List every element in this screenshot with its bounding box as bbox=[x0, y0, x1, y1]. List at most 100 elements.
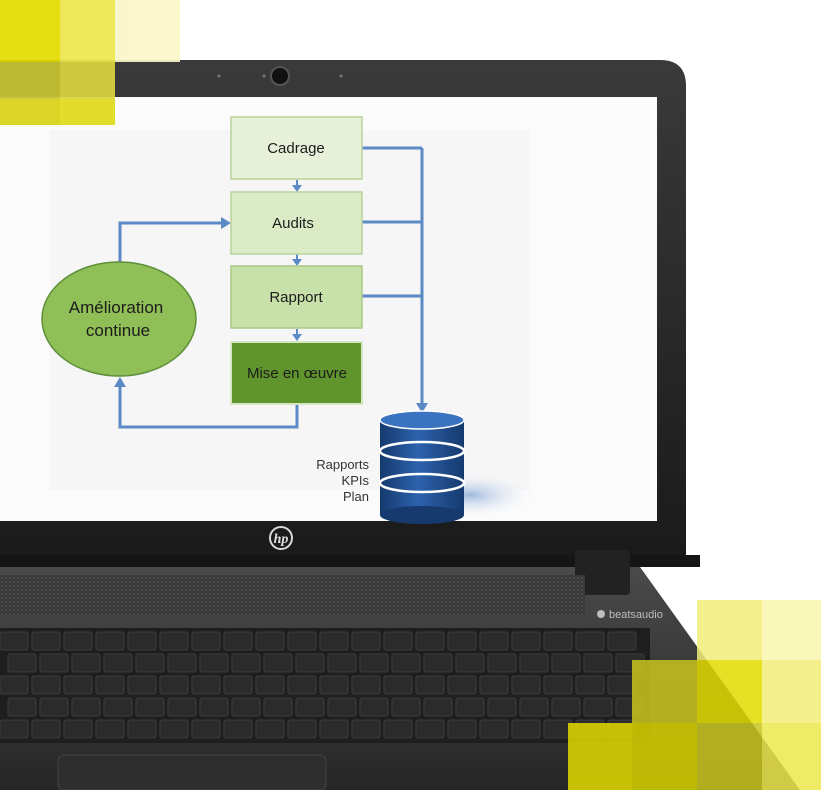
keyboard-key bbox=[263, 697, 293, 717]
webcam-dot-right bbox=[339, 74, 343, 78]
cycle-label-line1: Amélioration bbox=[69, 298, 164, 317]
keyboard-key bbox=[0, 719, 29, 739]
step-label-rapport: Rapport bbox=[269, 289, 323, 306]
step-label-audits: Audits bbox=[272, 215, 314, 232]
keyboard-key bbox=[167, 697, 197, 717]
step-label-mise-en-oeuvre: Mise en œuvre bbox=[247, 365, 347, 382]
arrow-to-database bbox=[416, 403, 428, 413]
keyboard-key bbox=[31, 675, 61, 695]
keyboard-key bbox=[63, 719, 93, 739]
keyboard-key bbox=[223, 675, 253, 695]
keyboard-key bbox=[319, 719, 349, 739]
step-box-audits bbox=[230, 191, 363, 255]
database-label-plan: Plan bbox=[343, 489, 369, 504]
keyboard-key bbox=[511, 675, 541, 695]
keyboard-key bbox=[103, 697, 133, 717]
keyboard-key bbox=[231, 697, 261, 717]
keyboard-key bbox=[359, 697, 389, 717]
keyboard-key bbox=[95, 719, 125, 739]
keyboard-key bbox=[351, 675, 381, 695]
keyboard-key bbox=[7, 653, 37, 673]
keyboard-key bbox=[383, 631, 413, 651]
keyboard-key bbox=[455, 653, 485, 673]
keyboard-key bbox=[319, 631, 349, 651]
keyboard-key bbox=[159, 631, 189, 651]
keyboard-key bbox=[223, 719, 253, 739]
keyboard-key bbox=[0, 675, 29, 695]
database-label-rapports: Rapports bbox=[316, 457, 369, 472]
keyboard-key bbox=[255, 675, 285, 695]
keyboard-key bbox=[39, 653, 69, 673]
keyboard-key bbox=[295, 697, 325, 717]
keyboard-key bbox=[71, 697, 101, 717]
keyboard-key bbox=[543, 675, 573, 695]
keyboard-key bbox=[383, 675, 413, 695]
webcam-dot-mid bbox=[262, 74, 266, 78]
keyboard-key bbox=[263, 653, 293, 673]
decorative-squares-top-left bbox=[0, 0, 180, 125]
keyboard-key bbox=[359, 653, 389, 673]
keyboard-key bbox=[575, 675, 605, 695]
keyboard-key bbox=[199, 697, 229, 717]
keyboard-key bbox=[135, 653, 165, 673]
keyboard-key bbox=[415, 675, 445, 695]
keyboard-key bbox=[223, 631, 253, 651]
keyboard-key bbox=[607, 631, 637, 651]
webcam-dot-left bbox=[217, 74, 221, 78]
hinge bbox=[0, 555, 700, 567]
keyboard-key bbox=[199, 653, 229, 673]
keyboard-key bbox=[551, 653, 581, 673]
keyboard-key bbox=[383, 719, 413, 739]
loop-down-line bbox=[118, 386, 299, 429]
keyboard-key bbox=[167, 653, 197, 673]
hinge-right bbox=[575, 550, 630, 595]
step-arrow-1 bbox=[292, 185, 302, 192]
loop-up-line bbox=[118, 221, 222, 262]
keyboard-key bbox=[319, 675, 349, 695]
keyboard-key bbox=[63, 631, 93, 651]
touchpad bbox=[57, 754, 327, 790]
keyboard-key bbox=[543, 719, 573, 739]
keyboard-key bbox=[479, 675, 509, 695]
keyboard-key bbox=[287, 675, 317, 695]
keyboard-key bbox=[479, 719, 509, 739]
arrow-to-cycle bbox=[114, 377, 126, 387]
keyboard-key bbox=[7, 697, 37, 717]
keyboard-key bbox=[607, 675, 637, 695]
keyboard-key bbox=[191, 631, 221, 651]
database-icon bbox=[378, 410, 466, 524]
keyboard-key bbox=[351, 719, 381, 739]
keyboard-key bbox=[487, 697, 517, 717]
keyboard-key bbox=[287, 719, 317, 739]
keyboard-key bbox=[95, 631, 125, 651]
keyboard-key bbox=[511, 631, 541, 651]
keyboard-key bbox=[487, 653, 517, 673]
keyboard-key bbox=[327, 653, 357, 673]
keyboard-key bbox=[519, 697, 549, 717]
keyboard-key bbox=[191, 719, 221, 739]
webcam bbox=[270, 66, 290, 86]
cycle-label-line2: continue bbox=[86, 321, 150, 340]
keyboard-key bbox=[135, 697, 165, 717]
keyboard-key bbox=[0, 631, 29, 651]
svg-text:hp: hp bbox=[274, 532, 289, 547]
keyboard-key bbox=[39, 697, 69, 717]
keyboard-key bbox=[159, 719, 189, 739]
keyboard-key bbox=[415, 631, 445, 651]
cycle-oval bbox=[41, 261, 197, 377]
keyboard bbox=[0, 628, 650, 743]
decorative-squares-bottom-right bbox=[568, 600, 821, 790]
keyboard-key bbox=[391, 697, 421, 717]
step-box-cadrage bbox=[230, 116, 363, 180]
database-label-kpis: KPIs bbox=[342, 473, 370, 488]
keyboard-key bbox=[415, 719, 445, 739]
keyboard-key bbox=[63, 675, 93, 695]
keyboard-key bbox=[511, 719, 541, 739]
keyboard-key bbox=[351, 631, 381, 651]
keyboard-key bbox=[423, 653, 453, 673]
step-label-cadrage: Cadrage bbox=[267, 140, 325, 157]
keyboard-key bbox=[327, 697, 357, 717]
keyboard-key bbox=[287, 631, 317, 651]
keyboard-key bbox=[583, 697, 613, 717]
